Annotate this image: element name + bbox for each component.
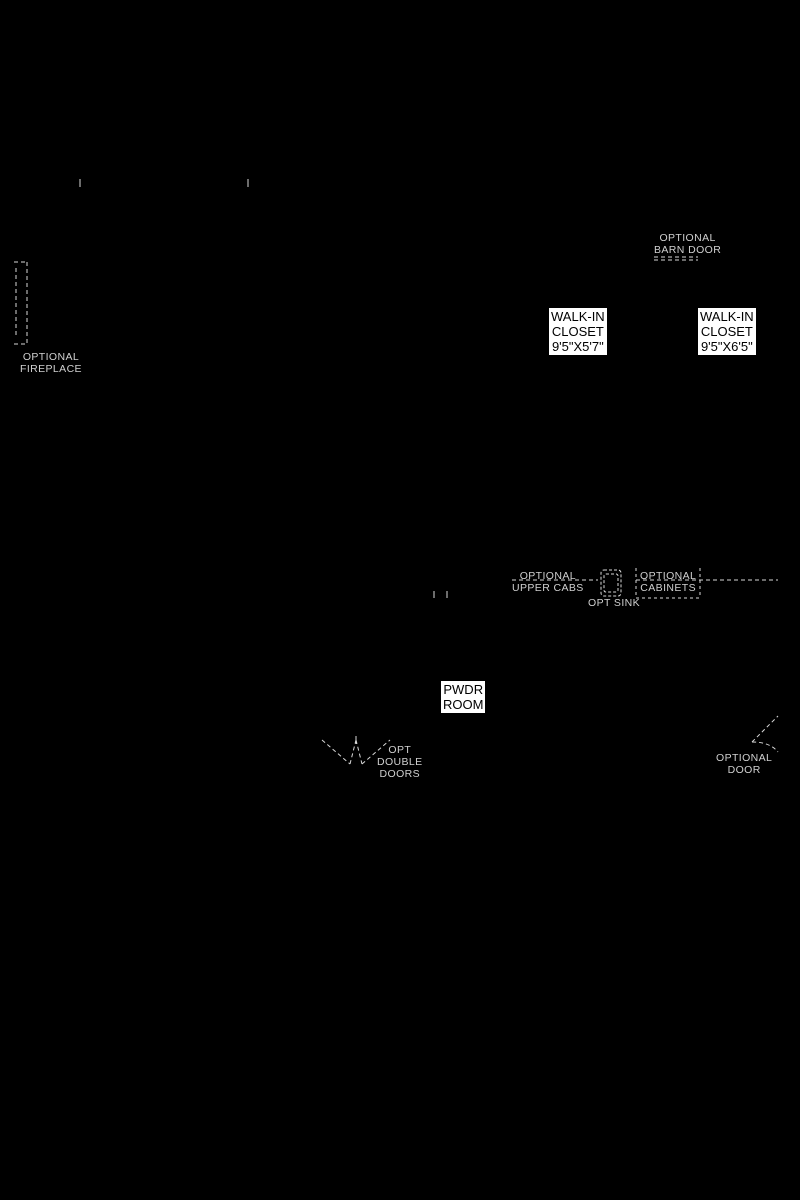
room-name: WALK-IN	[551, 309, 605, 324]
note-line: OPTIONAL	[640, 570, 697, 582]
powder-room-label: PWDR ROOM	[441, 681, 486, 713]
note-line: OPT SINK	[588, 597, 641, 609]
fireplace-outline	[14, 261, 28, 345]
fireplace-note: OPTIONAL FIREPLACE	[20, 351, 82, 375]
note-line: OPTIONAL	[22, 351, 80, 363]
note-line: OPT	[388, 744, 412, 756]
optional-door-swing	[751, 715, 779, 753]
barn-door-note: OPTIONAL BARN DOOR	[654, 232, 721, 256]
room-name: PWDR	[443, 682, 484, 697]
note-line: UPPER CABS	[512, 582, 584, 594]
upper-cabs-note: OPTIONAL UPPER CABS	[512, 570, 584, 594]
note-line: OPTIONAL	[716, 752, 773, 764]
note-line: OPTIONAL	[659, 232, 716, 244]
double-doors-note: OPT DOUBLE DOORS	[377, 744, 423, 780]
room-name: WALK-IN	[700, 309, 754, 324]
note-line: FIREPLACE	[20, 363, 82, 375]
walk-in-closet-2-label: WALK-IN CLOSET 9'5"X6'5"	[698, 308, 756, 355]
room-dimensions: 9'5"X6'5"	[700, 339, 753, 354]
barn-door-track	[654, 256, 698, 261]
sink-icon	[600, 569, 622, 597]
cabinet-run	[512, 568, 778, 599]
note-line: DOOR	[727, 764, 761, 776]
opt-sink-note: OPT SINK	[588, 597, 640, 609]
room-dimensions: 9'5"X5'7"	[551, 339, 604, 354]
double-door-swing	[321, 739, 391, 765]
note-line: OPTIONAL	[519, 570, 576, 582]
note-line: DOORS	[379, 768, 421, 780]
walk-in-closet-1-label: WALK-IN CLOSET 9'5"X5'7"	[549, 308, 607, 355]
room-name: ROOM	[443, 697, 484, 712]
note-line: CABINETS	[640, 582, 696, 594]
room-name: CLOSET	[551, 324, 604, 339]
room-name: CLOSET	[700, 324, 753, 339]
cabinets-note: OPTIONAL CABINETS	[640, 570, 696, 594]
note-line: BARN DOOR	[654, 244, 722, 256]
optional-door-note: OPTIONAL DOOR	[716, 752, 772, 776]
note-line: DOUBLE	[377, 756, 423, 768]
